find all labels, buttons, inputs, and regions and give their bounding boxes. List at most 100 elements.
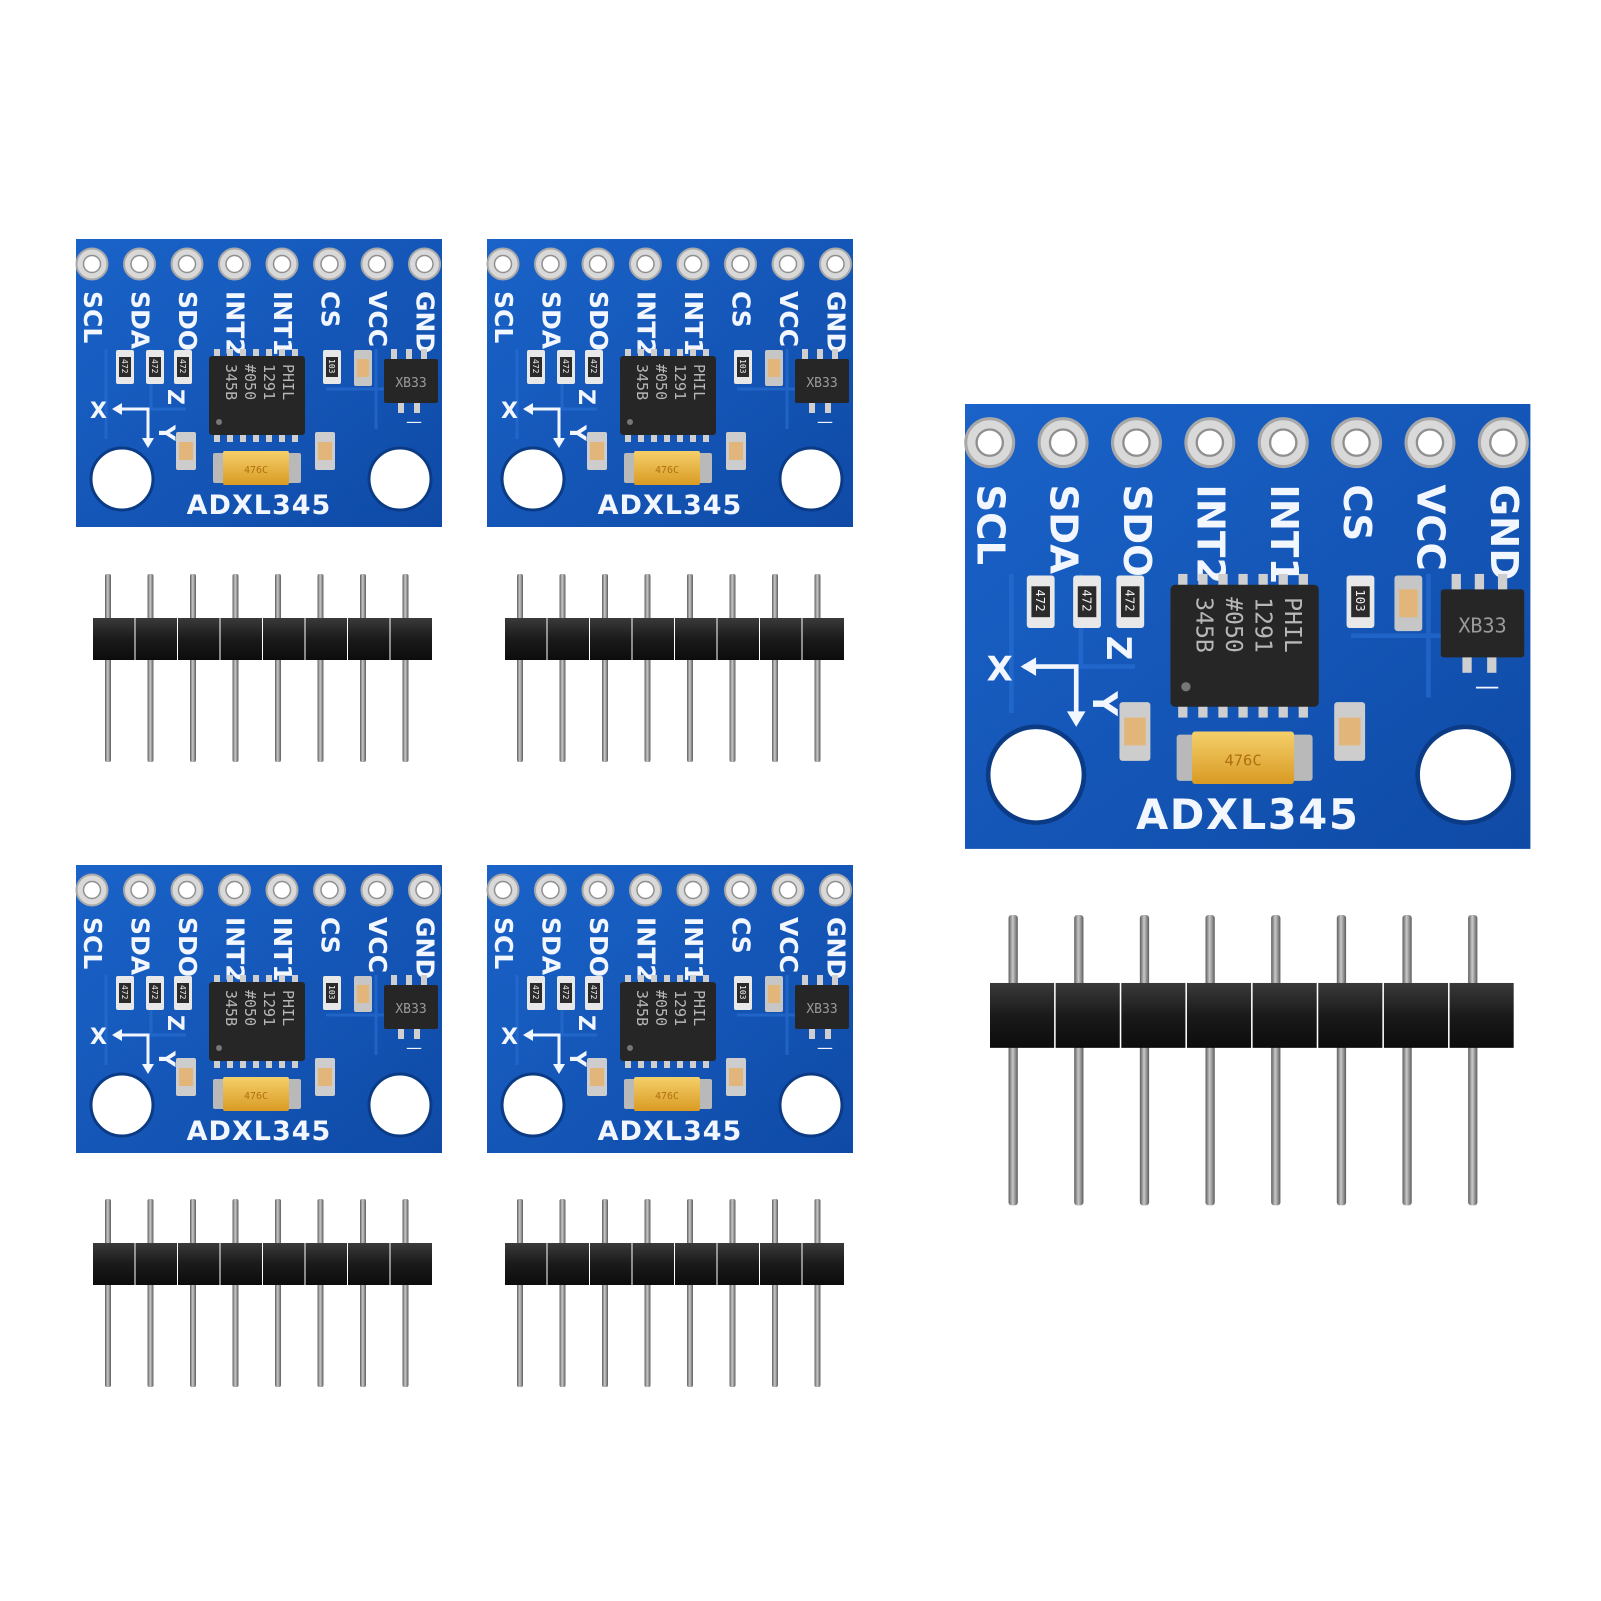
header-block — [135, 618, 177, 660]
header-strip-top-middle — [505, 574, 844, 762]
header-block — [178, 1243, 220, 1285]
voltage-regulator: XB33— — [384, 349, 438, 431]
tantalum-marking: 476C — [244, 465, 268, 476]
capacitor-top — [357, 985, 369, 1003]
chip-lead — [253, 1058, 259, 1068]
pcb-traces — [104, 349, 416, 439]
pin-hole — [731, 880, 750, 900]
chip-lead — [677, 1058, 683, 1068]
tantalum-marking: 476C — [1224, 751, 1261, 769]
resistor-top — [530, 983, 542, 1003]
regulator-body — [384, 359, 438, 403]
axis-label-z: Z — [1098, 636, 1138, 661]
axis-label-x: X — [501, 399, 518, 424]
resistor-code: 472 — [150, 985, 159, 1000]
chip-lead — [253, 975, 259, 985]
voltage-regulator: XB33— — [384, 975, 438, 1057]
pin-label-vcc: VCC — [363, 917, 392, 973]
pin-hole — [541, 880, 560, 900]
resistor-code: 472 — [561, 359, 570, 374]
chip-lead — [1278, 702, 1288, 718]
pin-hole — [320, 254, 339, 274]
header-block — [760, 1243, 802, 1285]
header-block — [802, 618, 844, 660]
regulator-lead — [802, 349, 808, 361]
capacitor-top — [318, 1068, 332, 1086]
pin-label-scl: SCL — [78, 917, 107, 969]
regulator-body — [795, 359, 849, 403]
pin-label-vcc: VCC — [774, 291, 803, 347]
header-pin — [687, 574, 693, 762]
header-block — [305, 1243, 347, 1285]
resistor-code: 472 — [1079, 589, 1093, 611]
chip-lead — [214, 349, 220, 359]
chip-dot — [216, 1045, 222, 1051]
pin-hole — [731, 254, 750, 274]
pin-label-cs: CS — [727, 917, 756, 954]
chip-marking: 1291 — [260, 990, 278, 1026]
regulator-silk-mark: — — [1475, 671, 1500, 700]
regulator-lead — [391, 349, 397, 361]
chip-dot — [627, 1045, 633, 1051]
resistor: 472 — [527, 350, 545, 384]
header-pin — [517, 1199, 523, 1387]
header-block — [1186, 982, 1252, 1048]
pcb-traces — [515, 975, 827, 1065]
chip-lead — [677, 349, 683, 359]
resistor-top — [149, 983, 161, 1003]
resistor-code: 472 — [531, 359, 540, 374]
pin-label-vcc: VCC — [774, 917, 803, 973]
resistor-top — [588, 357, 600, 377]
pin-label-sdo: SDO — [584, 917, 613, 977]
chip-lead — [677, 432, 683, 442]
regulator-lead — [809, 401, 815, 413]
chip-lead — [1298, 702, 1308, 718]
chip-lead — [266, 975, 272, 985]
resistor: 472 — [1026, 575, 1055, 628]
header-strip-large-right — [990, 915, 1514, 1206]
header-block — [263, 1243, 305, 1285]
capacitor-top — [1399, 589, 1418, 618]
tantalum-capacitor — [1192, 731, 1295, 785]
mounting-hole — [367, 446, 433, 512]
chip-lead — [638, 1058, 644, 1068]
chip-marking: 1291 — [671, 364, 689, 400]
chip-lead — [1218, 702, 1228, 718]
resistor: 103 — [1346, 575, 1375, 628]
chip-lead — [1278, 573, 1288, 590]
pin-hole — [683, 880, 703, 900]
chip-marking: 345B — [222, 364, 240, 400]
header-block — [717, 1243, 759, 1285]
chip-marking: PHIL — [690, 364, 708, 400]
pin-label-sda: SDA — [126, 291, 155, 350]
header-block — [135, 1243, 177, 1285]
header-pin — [317, 574, 324, 762]
regulator-lead — [1487, 654, 1497, 673]
regulator-lead — [1497, 573, 1508, 593]
chip-marking: 345B — [633, 990, 651, 1026]
chip-lead — [625, 1058, 631, 1068]
pin-label-gnd: GND — [411, 291, 440, 353]
chip-lead — [664, 975, 670, 985]
chip-lead — [1178, 702, 1188, 718]
pin-hole — [1122, 428, 1151, 457]
resistor-code: 472 — [589, 359, 598, 374]
pin-hole — [1048, 428, 1078, 457]
tantalum-capacitor — [634, 1077, 700, 1111]
header-pin — [687, 1199, 693, 1387]
header-block — [760, 618, 802, 660]
chip-lead — [227, 1058, 233, 1068]
axis-arrow-y — [553, 438, 565, 448]
regulator-silk-mark: — — [817, 412, 833, 431]
axis-indicator: XYZ — [501, 389, 598, 448]
pin-label-int2: INT2 — [632, 917, 661, 982]
pin-label-int2: INT2 — [221, 917, 250, 982]
axis-arrow-x — [112, 1029, 122, 1041]
regulator-lead — [832, 349, 838, 361]
chip-lead — [214, 1058, 220, 1068]
pin-hole — [541, 254, 560, 274]
pin-hole — [1489, 428, 1518, 457]
resistor-top — [1077, 586, 1097, 618]
